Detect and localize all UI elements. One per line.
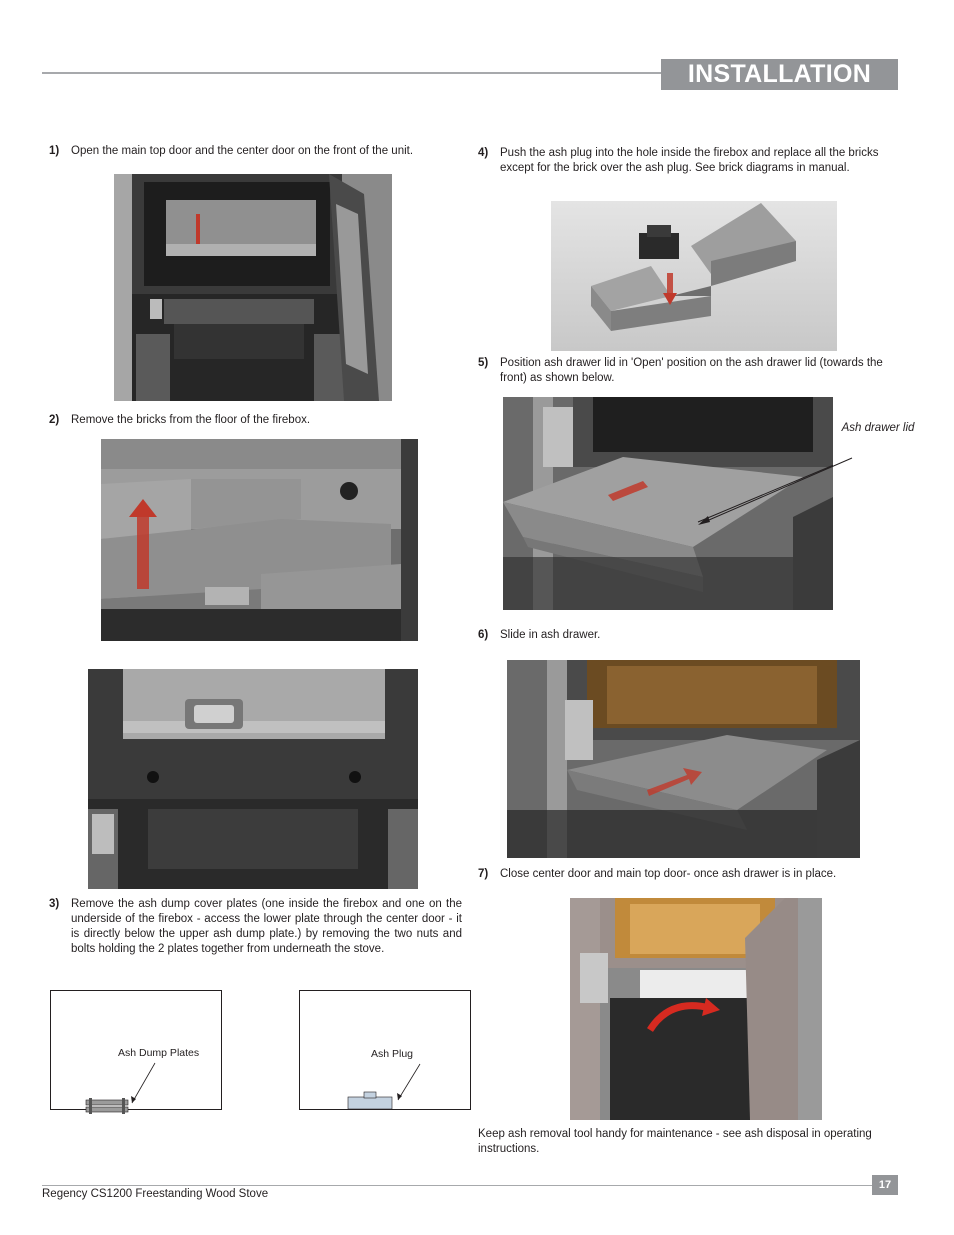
step-number: 7) xyxy=(478,868,489,880)
step-text: Position ash drawer lid in 'Open' positi… xyxy=(500,357,883,384)
photo-firebox-bricks xyxy=(101,439,418,641)
diagram-ash-dump-plates-art xyxy=(85,1062,156,1114)
photo-ash-drawer-lid xyxy=(503,397,833,610)
page-number: 17 xyxy=(872,1175,898,1195)
callout-ash-plug: Ash Plug xyxy=(371,1048,414,1060)
photo-ash-plug-brick xyxy=(551,201,837,351)
callout-ash-dump-plates: Ash Dump Plates xyxy=(118,1047,200,1059)
photo-stove-doors-open xyxy=(114,174,392,401)
header-rule xyxy=(42,72,662,74)
footer-product: Regency CS1200 Freestanding Wood Stove xyxy=(42,1188,269,1200)
step-number: 4) xyxy=(478,147,489,159)
step-text: Slide in ash drawer. xyxy=(500,629,601,641)
photo-slide-ash-drawer xyxy=(507,660,860,858)
photo-ash-dump-plate xyxy=(88,669,418,889)
section-banner: INSTALLATION xyxy=(661,59,898,90)
photo-doors-closed xyxy=(570,898,822,1120)
diagram-ash-plug xyxy=(299,990,471,1110)
step-text: Remove the ash dump cover plates (one in… xyxy=(71,898,462,955)
step-number: 6) xyxy=(478,629,489,641)
callout-ash-drawer-lid: Ash drawer lid xyxy=(841,422,915,434)
step-number: 3) xyxy=(49,898,60,910)
footer-rule xyxy=(42,1185,872,1186)
step-text: Push the ash plug into the hole inside t… xyxy=(500,147,879,174)
step-text: Open the main top door and the center do… xyxy=(71,145,414,157)
diagram-ash-plug-art xyxy=(347,1063,421,1110)
step-number: 5) xyxy=(478,357,489,369)
callout-arrow xyxy=(698,457,853,525)
step-text: Close center door and main top door- onc… xyxy=(500,868,837,880)
maintenance-note: Keep ash removal tool handy for maintena… xyxy=(478,1128,872,1155)
diagram-ash-dump-plates xyxy=(50,990,222,1110)
step-number: 2) xyxy=(49,414,60,426)
step-text: Remove the bricks from the floor of the … xyxy=(71,414,311,426)
section-title: INSTALLATION xyxy=(687,60,872,88)
step-number: 1) xyxy=(49,145,60,157)
